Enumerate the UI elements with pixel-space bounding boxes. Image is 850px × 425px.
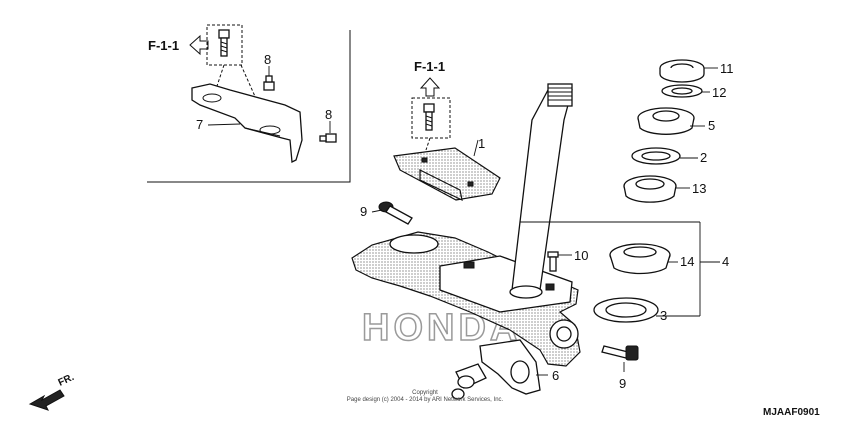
main-bolt-dashed-box	[411, 97, 451, 139]
callout-4[interactable]: 4	[722, 254, 729, 269]
callout-13[interactable]: 13	[692, 181, 706, 196]
bolt-9-left	[378, 201, 413, 225]
callout-5[interactable]: 5	[708, 118, 715, 133]
front-direction-indicator: FR.	[28, 372, 76, 411]
inset-screw-8b	[319, 133, 337, 143]
washer-part-12	[661, 84, 703, 98]
copyright-line-1: Copyright	[412, 390, 438, 396]
seal-part-2	[631, 147, 681, 165]
main-guide-line	[425, 137, 431, 151]
front-label: FR.	[57, 372, 76, 389]
inset-border	[147, 30, 351, 183]
inset-screw-8a	[263, 75, 275, 91]
main-reference-arrow-icon	[419, 77, 441, 97]
nut-part-11	[659, 59, 705, 83]
leader-lines	[371, 67, 720, 376]
callout-8a[interactable]: 8	[264, 52, 271, 67]
leader-9a	[371, 209, 383, 213]
diagram-code: MJAAF0901	[763, 407, 820, 418]
leader-1	[473, 139, 479, 157]
bracket-part-7	[191, 83, 303, 164]
callout-3[interactable]: 3	[660, 308, 667, 323]
callout-12[interactable]: 12	[712, 85, 726, 100]
main-bolt	[423, 103, 435, 131]
bolt-10	[547, 251, 559, 272]
steering-stem-clamp	[351, 231, 581, 367]
main-reference-label[interactable]: F-1-1	[414, 59, 445, 74]
front-arrow-icon	[28, 389, 65, 411]
inset-reference-arrow-icon	[189, 34, 209, 56]
callout-10[interactable]: 10	[574, 248, 588, 263]
callout-2[interactable]: 2	[700, 150, 707, 165]
inset-bolt-dashed-box	[206, 24, 243, 66]
nut-part-5	[637, 107, 695, 135]
bolt-9-right	[601, 345, 639, 361]
callout-14[interactable]: 14	[680, 254, 694, 269]
callout-9a[interactable]: 9	[360, 204, 367, 219]
callout-6[interactable]: 6	[552, 368, 559, 383]
main-reference: F-1-1	[411, 59, 451, 151]
steering-stem-shaft	[509, 83, 573, 299]
cover-plate-part-1	[393, 147, 501, 202]
steering-lock-part-6	[451, 339, 541, 400]
inset-reference-label[interactable]: F-1-1	[148, 38, 179, 53]
leader-7	[207, 123, 241, 126]
callout-1[interactable]: 1	[478, 136, 485, 151]
race-part-3	[593, 297, 659, 323]
inset-panel: F-1-1	[147, 24, 351, 183]
callout-9b[interactable]: 9	[619, 376, 626, 391]
callout-11[interactable]: 11	[720, 61, 734, 76]
bearing-part-13	[623, 175, 677, 203]
callout-8b[interactable]: 8	[325, 107, 332, 122]
bearing-part-14	[609, 243, 671, 275]
callout-labels: 1 2 3 4 5 6 7 8 8 9 9 10 11 12 13 14	[196, 52, 734, 391]
inset-bolt	[218, 29, 230, 57]
callout-7[interactable]: 7	[196, 117, 203, 132]
copyright-line-2: Page design (c) 2004 - 2014 by ARI Netwo…	[347, 397, 504, 403]
